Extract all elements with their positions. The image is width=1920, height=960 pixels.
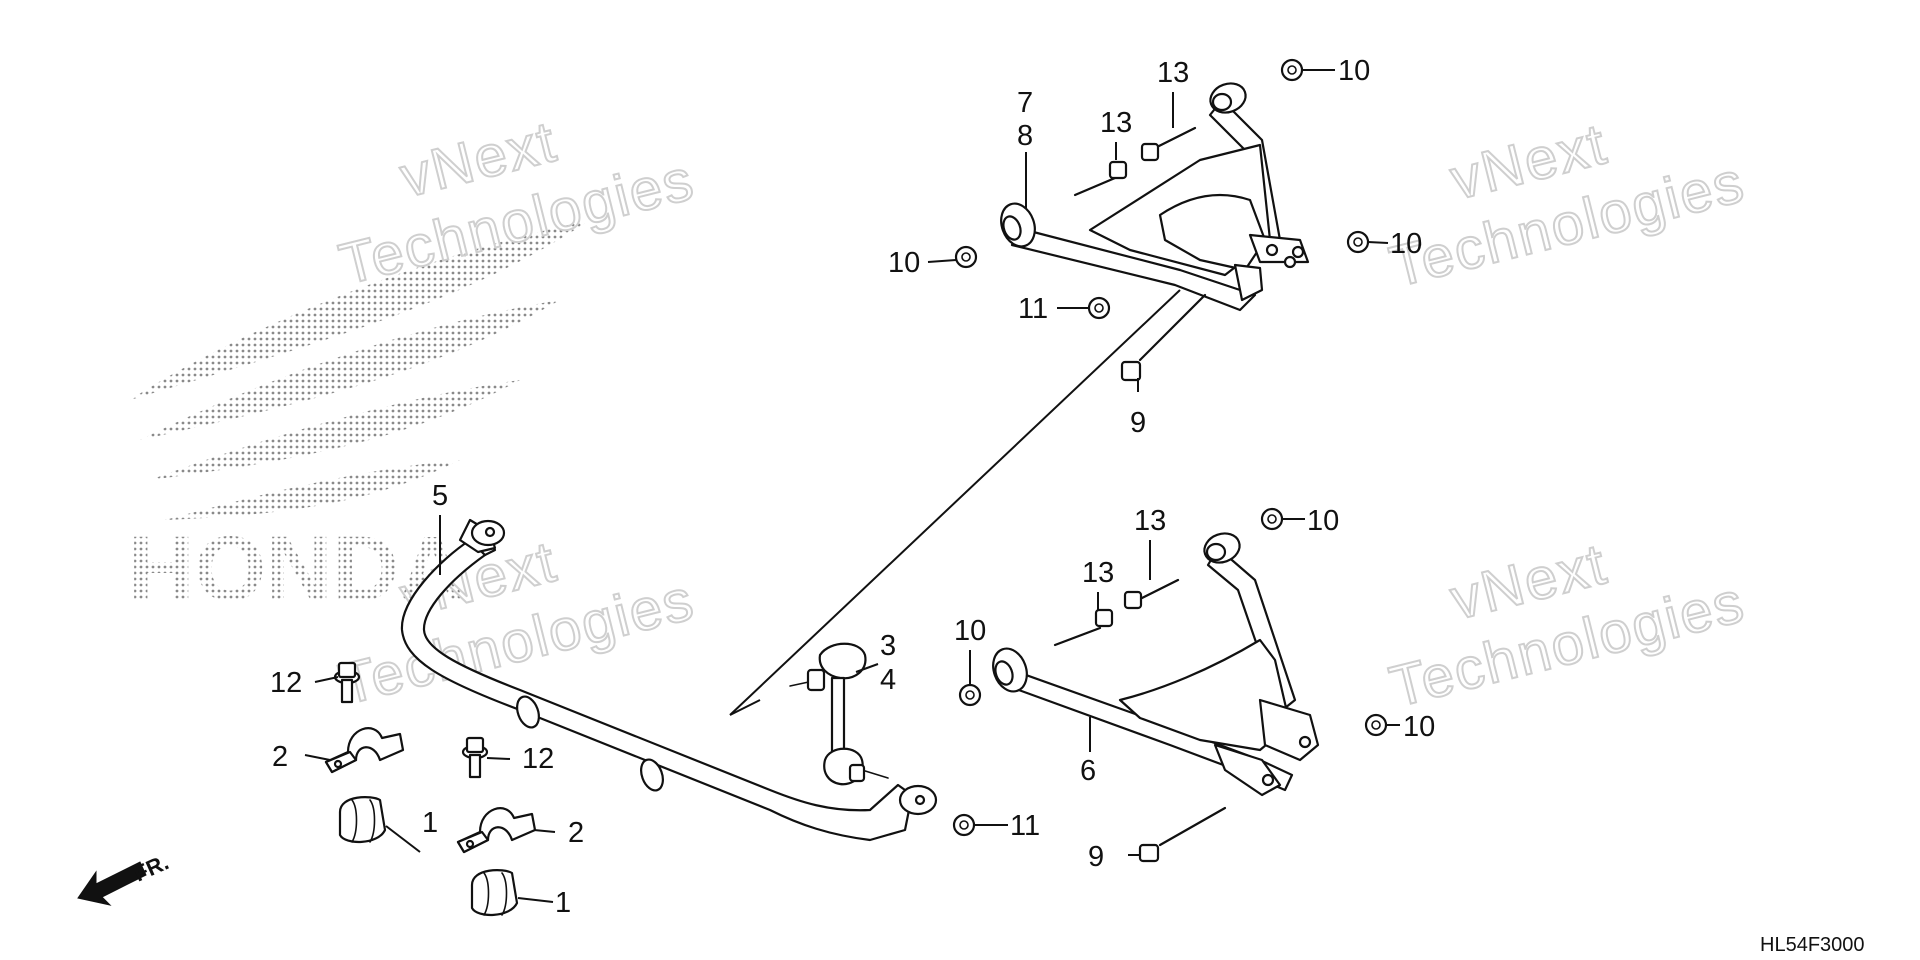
callout-1b: 1 [555, 887, 571, 919]
callout-6: 6 [1080, 755, 1096, 787]
callout-5: 5 [432, 480, 448, 512]
callouts: 1 1 2 2 3 4 5 6 7 8 9 9 10 10 10 10 10 1… [270, 55, 1435, 919]
callout-10a: 10 [888, 247, 920, 279]
callout-10e: 10 [954, 615, 986, 647]
nut-10-lower-top [1260, 507, 1284, 531]
callout-12a: 12 [270, 667, 302, 699]
stabilizer-bar [400, 518, 938, 842]
callout-11a: 11 [1018, 293, 1048, 325]
bolt-9-lower [1138, 806, 1227, 863]
upper-arm [1000, 82, 1310, 312]
bracket-2a [324, 727, 405, 774]
callout-2b: 2 [568, 817, 584, 849]
callout-9a: 9 [1130, 407, 1146, 439]
nut-10-lower-right [1364, 713, 1388, 737]
nut-10-upper-right [1346, 230, 1370, 254]
callout-11b: 11 [1010, 810, 1040, 842]
callout-8: 8 [1017, 120, 1033, 152]
nut-11-upper [1087, 296, 1111, 320]
nut-10-lower-left [958, 683, 982, 707]
callout-10c: 10 [1390, 228, 1422, 260]
callout-3: 3 [880, 630, 896, 662]
callout-13c: 13 [1134, 505, 1166, 537]
callout-9b: 9 [1088, 841, 1104, 873]
pointer-line [729, 289, 1181, 716]
bolt-13-upper-a [1073, 160, 1128, 197]
callout-4: 4 [880, 664, 896, 696]
honda-wing-logo-icon: HONDA [128, 220, 590, 620]
bolt-12a [333, 661, 361, 704]
nut-11-lower [952, 813, 976, 837]
pointer-line-tip [729, 699, 761, 716]
callout-13a: 13 [1157, 57, 1189, 89]
callout-10f: 10 [1403, 711, 1435, 743]
callout-1a: 1 [422, 807, 438, 839]
leader-lines [304, 69, 1400, 903]
bracket-2b [456, 807, 537, 854]
watermark: vNext Technologies [1383, 530, 1753, 721]
bolt-9-upper [1120, 293, 1207, 382]
watermark: vNext Technologies [1383, 110, 1753, 301]
bushing-1a [338, 796, 387, 843]
nut-10-upper-left [954, 245, 978, 269]
callout-7: 7 [1017, 87, 1033, 119]
stabilizer-link [789, 642, 889, 786]
callout-13b: 13 [1100, 107, 1132, 139]
front-label: FR. [130, 849, 173, 886]
bushing-1b [470, 869, 519, 916]
callout-10b: 10 [1338, 55, 1370, 87]
callout-13d: 13 [1082, 557, 1114, 589]
nut-10-upper-top [1280, 58, 1304, 82]
callout-12b: 12 [522, 743, 554, 775]
bolt-13-upper-b [1140, 126, 1197, 162]
lower-arm [992, 532, 1320, 797]
bolt-13-lower-a [1053, 608, 1114, 647]
front-direction-arrow-icon: FR. [77, 849, 173, 906]
bolt-13-lower-b [1123, 578, 1180, 610]
bolt-12b [461, 736, 489, 779]
callout-10d: 10 [1307, 505, 1339, 537]
callout-2a: 2 [272, 741, 288, 773]
drawing-code: HL54F3000 [1760, 934, 1865, 956]
